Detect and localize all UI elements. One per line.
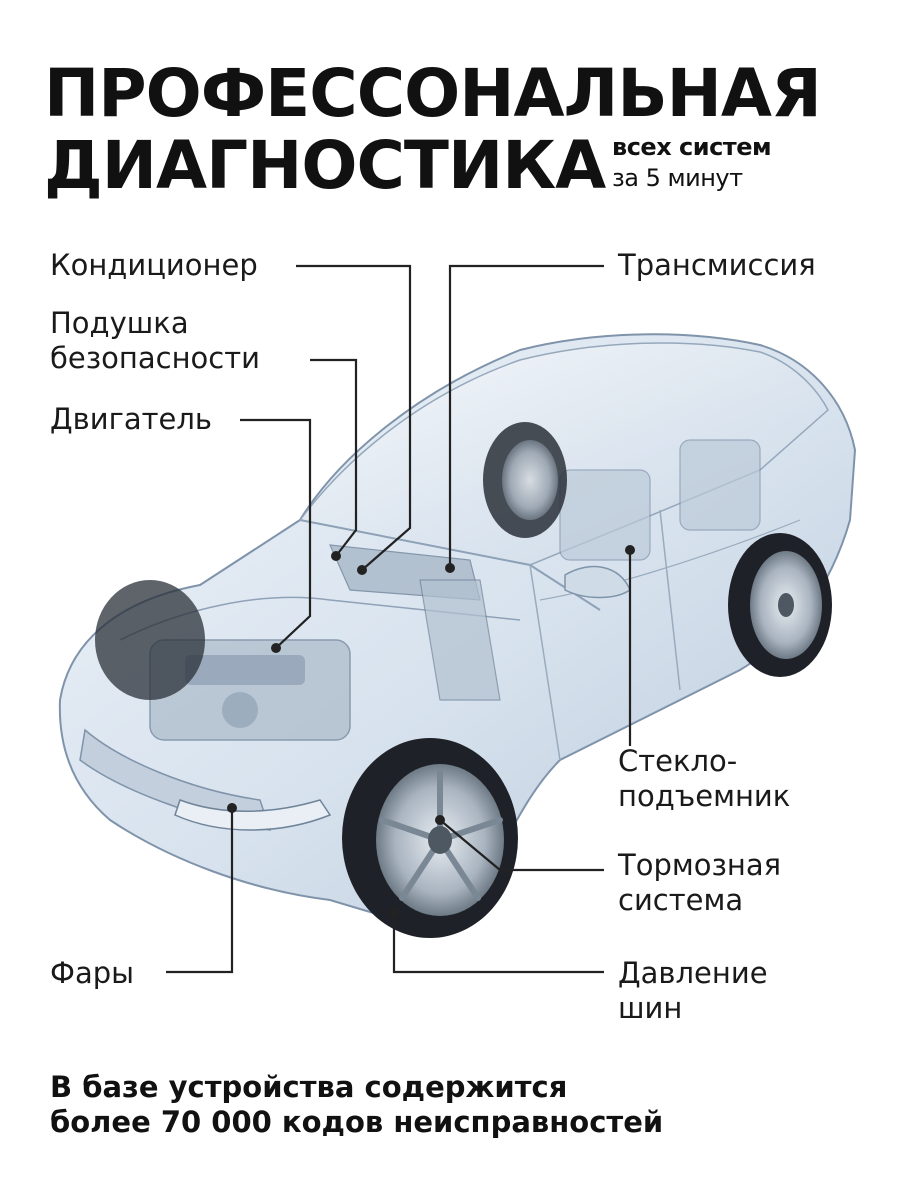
front-wheel [342,738,518,938]
label-ac: Кондиционер [50,248,258,282]
label-window-line-1: Стекло- [618,744,738,778]
label-window: Стекло- подъемник [618,744,790,814]
dot-engine [271,643,281,653]
rear-wheel [728,533,832,677]
leader-ac [296,264,412,571]
leader-transmission [448,264,604,566]
dot-ac [357,565,367,575]
title-line-2: ДИАГНОСТИКА [44,127,606,204]
dot-lights [227,803,237,813]
inner-front-wheel [95,580,205,700]
leader-tires [392,912,604,974]
dot-airbag [331,551,341,561]
label-airbag: Подушка безопасности [50,306,260,376]
footer-line-2: более 70 000 кодов неисправностей [50,1105,664,1139]
subtitle-line-1: всех систем [612,133,772,161]
label-brakes: Тормозная система [618,848,781,918]
leader-lines [166,264,632,974]
dot-tires [389,907,399,917]
label-brakes-line-2: система [618,883,744,917]
label-tires-line-1: Давление [618,956,768,990]
leader-dots [227,545,635,917]
label-tires-line-2: шин [618,991,683,1025]
footer-note: В базе устройства содержится более 70 00… [50,1070,663,1140]
footer-line-1: В базе устройства содержится [50,1070,568,1104]
label-lights: Фары [50,956,135,990]
title-line-1: ПРОФЕССОНАЛЬНАЯ [44,55,822,132]
leader-brakes [439,819,604,872]
subtitle: всех систем за 5 минут [612,132,772,194]
dot-brakes [435,815,445,825]
subtitle-line-2: за 5 минут [612,164,743,192]
label-tires: Давление шин [618,956,768,1026]
leader-airbag [310,358,358,557]
label-airbag-line-2: безопасности [50,341,260,375]
dot-transmission [445,563,455,573]
label-engine: Двигатель [50,402,212,436]
label-airbag-line-1: Подушка [50,306,189,340]
page-title: ПРОФЕССОНАЛЬНАЯ ДИАГНОСТИКА [44,55,822,204]
inner-rear-wheel [483,422,567,538]
leader-engine [240,418,312,649]
label-transmission: Трансмиссия [618,248,816,282]
dot-window [625,545,635,555]
label-brakes-line-1: Тормозная [618,848,782,882]
car-body [58,333,857,917]
label-window-line-2: подъемник [618,779,791,813]
leader-lights [166,810,234,974]
